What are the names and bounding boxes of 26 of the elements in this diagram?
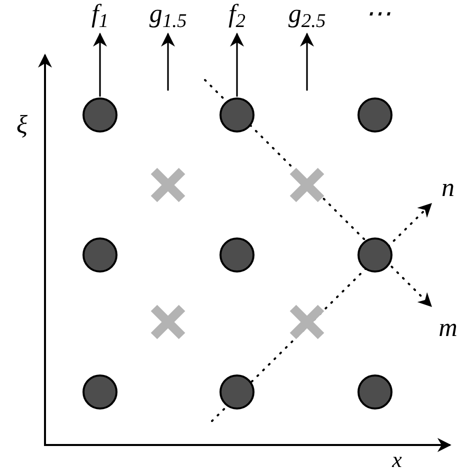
axis-label: ⋯ (365, 1, 391, 27)
math-label: n (442, 175, 454, 201)
grid-point (220, 98, 254, 132)
grid-point (82, 374, 118, 410)
math-label: g$_{2.5}$ (288, 1, 326, 27)
grid-point (358, 98, 392, 132)
cross-mark (288, 303, 326, 341)
arrow (161, 32, 175, 91)
grid-point (358, 238, 392, 272)
arrow (300, 32, 314, 91)
arrow (93, 32, 107, 97)
axis-label: ξ (16, 112, 28, 138)
cross-mark (149, 166, 187, 204)
grid-point (358, 374, 392, 410)
math-label: f$_{2}$ (228, 1, 246, 27)
grid-point (220, 374, 254, 410)
grid-point (82, 238, 118, 272)
grid-point (220, 238, 254, 272)
math-label: f$_{1}$ (92, 1, 108, 27)
math-label: g$_{1.5}$ (149, 1, 187, 27)
axis-label: x (392, 449, 402, 471)
cross-mark (288, 166, 326, 204)
arrow (230, 32, 244, 97)
grid-point (82, 98, 118, 132)
math-label: m (438, 315, 458, 341)
cross-mark (149, 303, 187, 341)
